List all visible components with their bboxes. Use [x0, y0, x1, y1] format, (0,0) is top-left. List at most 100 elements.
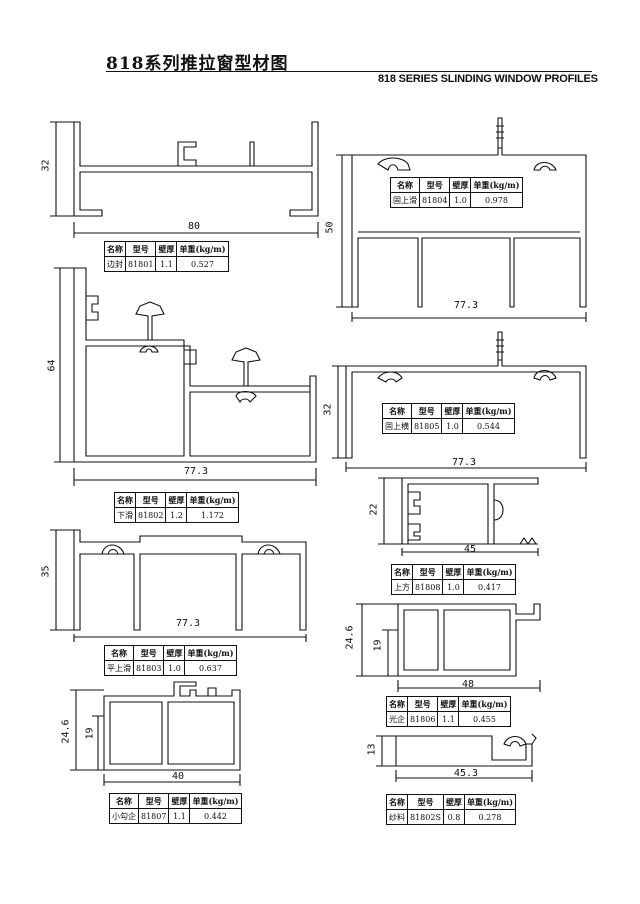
dim-81805-width: 77.3: [452, 457, 477, 468]
profile-thickness: 1.1: [155, 256, 178, 272]
profile-name: 固上滑: [390, 192, 420, 208]
profile-81804-drawing: [336, 117, 587, 322]
col-model: 型号: [406, 696, 439, 712]
profile-name: 光企: [386, 711, 408, 727]
profile-weight: 1.172: [186, 507, 239, 523]
profile-81802-drawing: [54, 267, 317, 486]
profile-weight: 0.544: [462, 418, 515, 434]
col-thickness: 壁厚: [442, 564, 465, 580]
col-thickness: 壁厚: [437, 696, 460, 712]
dim-81806-height-outer: 24.6: [344, 625, 356, 650]
col-name: 名称: [391, 564, 413, 580]
col-model: 型号: [134, 492, 167, 508]
col-name: 名称: [386, 794, 408, 810]
dim-81802-height: 64: [46, 359, 58, 372]
profile-weight: 0.278: [463, 809, 517, 825]
profile-name: 上方: [391, 579, 413, 595]
profile-weight: 0.978: [470, 192, 523, 208]
page-title: 818系列推拉窗型材图: [106, 54, 289, 74]
col-name: 名称: [382, 403, 412, 419]
dim-81801-height: 32: [40, 159, 52, 172]
col-name: 名称: [104, 241, 126, 257]
col-weight: 单重(kg/m): [463, 564, 516, 580]
profile-name: 下滑: [114, 507, 136, 523]
profile-name: 小勾企: [109, 808, 139, 824]
dim-81802S-height: 13: [366, 743, 378, 756]
profile-thickness: 1.0: [442, 579, 465, 595]
dim-81807-height-outer: 24.6: [60, 719, 72, 744]
col-thickness: 壁厚: [163, 645, 186, 661]
col-name: 名称: [109, 793, 139, 809]
profile-thickness: 1.0: [441, 418, 464, 434]
profile-thickness: 1.1: [168, 808, 191, 824]
profile-model: 81807: [137, 808, 170, 824]
profile-model: 81802S: [407, 809, 444, 825]
dim-81804-height: 50: [324, 221, 336, 234]
profile-model: 81802: [134, 507, 167, 523]
profile-thickness: 1.0: [449, 192, 472, 208]
dim-81803-width: 77.3: [176, 618, 201, 629]
col-weight: 单重(kg/m): [462, 403, 515, 419]
dim-81808-height: 22: [368, 503, 380, 516]
profile-81805-drawing: [332, 331, 587, 472]
profile-81807-drawing: [70, 681, 241, 786]
profile-name: 纱料: [386, 809, 408, 825]
profile-model: 81808: [411, 579, 444, 595]
col-model: 型号: [407, 794, 444, 810]
profile-model: 81805: [410, 418, 443, 434]
profile-weight: 0.527: [176, 256, 229, 272]
col-weight: 单重(kg/m): [176, 241, 229, 257]
profile-model: 81804: [418, 192, 451, 208]
profile-weight: 0.417: [463, 579, 516, 595]
dim-81804-width: 77.3: [454, 300, 479, 311]
col-weight: 单重(kg/m): [470, 177, 523, 193]
profile-name: 边封: [104, 256, 126, 272]
profile-thickness: 1.0: [163, 660, 186, 676]
col-weight: 单重(kg/m): [189, 793, 242, 809]
col-thickness: 壁厚: [155, 241, 178, 257]
profile-81802S-drawing: [376, 733, 537, 782]
col-model: 型号: [137, 793, 170, 809]
col-weight: 单重(kg/m): [458, 696, 511, 712]
profile-thickness: 0.8: [442, 809, 465, 825]
page-subtitle: 818 SERIES SLINDING WINDOW PROFILES: [378, 73, 598, 85]
col-name: 名称: [114, 492, 136, 508]
dim-81808-width: 45: [464, 544, 477, 555]
title-underline: [106, 71, 592, 72]
col-thickness: 壁厚: [168, 793, 191, 809]
profile-model: 81801: [124, 256, 157, 272]
col-name: 名称: [386, 696, 408, 712]
profile-weight: 0.637: [184, 660, 237, 676]
col-model: 型号: [124, 241, 157, 257]
dim-81803-height: 35: [40, 565, 52, 578]
profile-model: 81806: [406, 711, 439, 727]
profile-81806-drawing: [356, 603, 541, 692]
col-thickness: 壁厚: [442, 794, 465, 810]
dim-81806-height-inner: 19: [372, 639, 384, 652]
col-model: 型号: [132, 645, 165, 661]
dim-81802S-width: 45.3: [454, 768, 479, 779]
col-model: 型号: [418, 177, 451, 193]
profile-81808-drawing: [378, 477, 539, 556]
col-weight: 单重(kg/m): [186, 492, 239, 508]
profile-weight: 0.455: [458, 711, 511, 727]
profile-name: 固上横: [382, 418, 412, 434]
dim-81806-width: 48: [462, 679, 475, 690]
col-model: 型号: [411, 564, 444, 580]
dim-81801-width: 80: [188, 221, 201, 232]
dim-81807-height-inner: 19: [84, 727, 96, 740]
profile-thickness: 1.1: [437, 711, 460, 727]
dim-81807-width: 40: [172, 771, 185, 782]
col-name: 名称: [104, 645, 134, 661]
profile-name: 平上滑: [104, 660, 134, 676]
col-weight: 单重(kg/m): [184, 645, 237, 661]
